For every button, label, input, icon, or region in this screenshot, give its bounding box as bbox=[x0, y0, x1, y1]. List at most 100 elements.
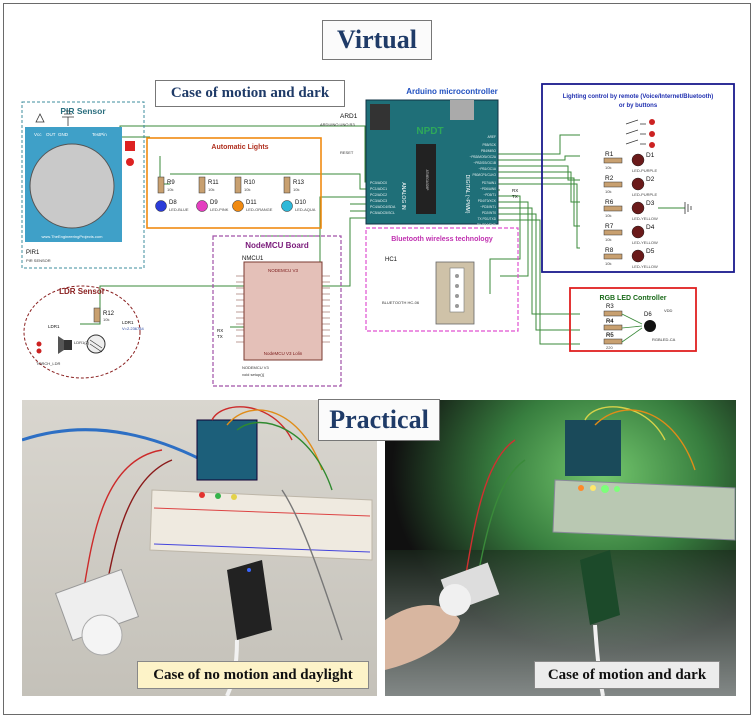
nodemcu-ref: NMCU1 bbox=[242, 256, 264, 262]
r3-label: R3 bbox=[606, 304, 614, 310]
pin-12: PB4/MISO bbox=[481, 149, 497, 153]
pir-pin-out: OUT bbox=[46, 132, 56, 137]
pir-testpin: TestPin bbox=[92, 132, 107, 137]
r10-value: 10k bbox=[244, 187, 250, 192]
led-yellow-2-icon bbox=[631, 225, 645, 239]
d1-label: D1 bbox=[646, 152, 655, 159]
practical-heading: Practical bbox=[318, 399, 440, 441]
r2-value: 10k bbox=[605, 189, 611, 194]
pin-2: PD2/INT0 bbox=[482, 211, 496, 215]
pir-test-button-icon bbox=[126, 158, 134, 166]
rgb-led-label: RGBLED-CA bbox=[652, 337, 676, 342]
push-button-2-icon bbox=[649, 131, 655, 137]
ldr-voltage: V=2.236784 bbox=[122, 326, 144, 331]
ground-right-icon bbox=[684, 202, 692, 214]
push-button-1-icon bbox=[649, 119, 655, 125]
r13-label: R13 bbox=[293, 180, 305, 186]
d11-label: D11 bbox=[246, 200, 257, 206]
arduino-title: Arduino microcontroller bbox=[406, 87, 498, 96]
r2-label: R2 bbox=[605, 175, 614, 182]
r6-label: R6 bbox=[605, 199, 614, 206]
d1-color-label: LED-PURPLE bbox=[632, 168, 657, 173]
pin-7: PD7/AIN1 bbox=[482, 181, 496, 185]
pin-0: RX PD0/RXD bbox=[477, 223, 497, 227]
pir-pin-vcc: Vcc bbox=[34, 132, 42, 137]
r3-value: 220 bbox=[606, 318, 613, 323]
rgb-vdd-label: VDD bbox=[664, 308, 673, 313]
breadboard bbox=[149, 489, 373, 561]
r7-label: R7 bbox=[605, 223, 614, 230]
automatic-light-channel-3: R10 10k D11 LED-ORANGE bbox=[232, 176, 273, 212]
nodemcu-model: NODEMCU V3 bbox=[242, 365, 269, 370]
d5-color-label: LED-YELLOW bbox=[632, 264, 658, 269]
ground-icon bbox=[62, 110, 74, 126]
photo-left-caption: Case of no motion and daylight bbox=[137, 661, 369, 689]
led-yellow-3-icon bbox=[631, 249, 645, 263]
r11-label: R11 bbox=[208, 180, 219, 186]
pin-aref: AREF bbox=[487, 135, 496, 139]
d11-color-label: LED-ORANGE bbox=[246, 207, 273, 212]
r9-value: 10k bbox=[167, 187, 173, 192]
nodemcu-title: NodeMCU Board bbox=[245, 241, 309, 250]
nodemcu-board-dark bbox=[580, 550, 620, 625]
nodemcu-pins bbox=[236, 275, 330, 343]
virtual-case-caption: Case of motion and dark bbox=[155, 80, 345, 107]
virtual-heading: Virtual bbox=[322, 20, 432, 60]
bluetooth-rx-label: RX bbox=[512, 188, 518, 193]
r13-value: 10k bbox=[293, 187, 299, 192]
d8-color-label: LED-BLUE bbox=[169, 207, 189, 212]
bluetooth-block: Bluetooth wireless technology HC1 BLUETO… bbox=[365, 188, 519, 332]
photo-right-caption: Case of motion and dark bbox=[534, 661, 720, 689]
r6-value: 10k bbox=[605, 213, 611, 218]
rgb-led-ref: D6 bbox=[644, 312, 652, 318]
digital-pwm-label: DIGITAL (~PWM) bbox=[464, 175, 470, 214]
bluetooth-tx-label: TX bbox=[512, 194, 518, 199]
automatic-light-channel-1: R9 10k D8 LED-BLUE bbox=[155, 176, 189, 212]
automatic-light-channel-2: R11 10k D9 LED-PINK bbox=[196, 176, 229, 212]
remote-buttons bbox=[625, 119, 646, 145]
rgb-led-block: RGB LED Controller R3 220 R4 220 R5 220 … bbox=[569, 287, 697, 352]
arduino-board-dark bbox=[565, 420, 621, 476]
pin-a5: PC5/ADC5/SCL bbox=[370, 211, 395, 215]
d3-color-label: LED-YELLOW bbox=[632, 216, 658, 221]
pin-10: ~PB2/SS/OC1B bbox=[473, 161, 496, 165]
pin-1: TX PD1/TXD bbox=[478, 217, 497, 221]
r4-label: R4 bbox=[606, 319, 614, 325]
figure-frame bbox=[3, 3, 751, 715]
pir-sensor-block: PIR Sensor Vcc OUT GND TestPin www.TheEn… bbox=[21, 101, 145, 269]
pin-8: PB0/ICP1/CLKO bbox=[472, 173, 496, 177]
r10-label: R10 bbox=[244, 180, 256, 186]
rgb-led-icon bbox=[644, 320, 656, 332]
d5-label: D5 bbox=[646, 248, 655, 255]
pin-5: ~PD5/T1 bbox=[483, 193, 496, 197]
r8-value: 10k bbox=[605, 261, 611, 266]
practical-photo-dark bbox=[385, 400, 736, 696]
ldr-sensor-block: LDR Sensor R12 10k LDR1 LDR1 V=2.236784 … bbox=[23, 285, 144, 379]
nodemcu-chip-footer: NodeMCU V3 Lolin bbox=[264, 351, 303, 356]
pin-11: ~PB3/MOSI/OC2A bbox=[470, 155, 497, 159]
ldr-torch-ref: LDR1(2) bbox=[74, 340, 90, 345]
arduino-block: Arduino microcontroller ARD1 ARDUINO UNO… bbox=[320, 87, 499, 227]
r8-label: R8 bbox=[605, 247, 614, 254]
breadboard-dark bbox=[552, 479, 736, 541]
power-arrow-icon bbox=[35, 113, 45, 123]
arduino-model: ARDUINO UNO R3 bbox=[320, 122, 355, 127]
pin-a3: PC3/ADC3 bbox=[370, 199, 387, 203]
analog-in-label: ANALOG IN bbox=[400, 182, 406, 210]
remote-channel-2: R2 10k D2 LED-PURPLE bbox=[603, 175, 657, 197]
led-yellow-1-icon bbox=[631, 201, 645, 215]
d8-label: D8 bbox=[169, 200, 177, 206]
led-aqua-icon bbox=[281, 200, 293, 212]
arduino-reset: RESET bbox=[340, 150, 354, 155]
automatic-light-channel-4: R13 10k D10 LED-AQUA bbox=[281, 176, 316, 212]
remote-lighting-block: Lighting control by remote (Voice/Intern… bbox=[541, 83, 735, 273]
remote-channel-3: R6 10k D3 LED-YELLOW bbox=[603, 199, 692, 221]
d9-label: D9 bbox=[210, 200, 218, 206]
arduino-ref: ARD1 bbox=[340, 113, 358, 120]
ldr-resistor-value: 10k bbox=[103, 317, 109, 322]
pir-url: www.TheEngineeringProjects.com bbox=[42, 234, 104, 239]
pin-9: ~PB1/OC1A bbox=[479, 167, 497, 171]
ldr-resistor-label: R12 bbox=[103, 311, 115, 317]
pin-13: PB5/SCK bbox=[483, 143, 497, 147]
ldr-button-1-icon bbox=[36, 341, 42, 347]
